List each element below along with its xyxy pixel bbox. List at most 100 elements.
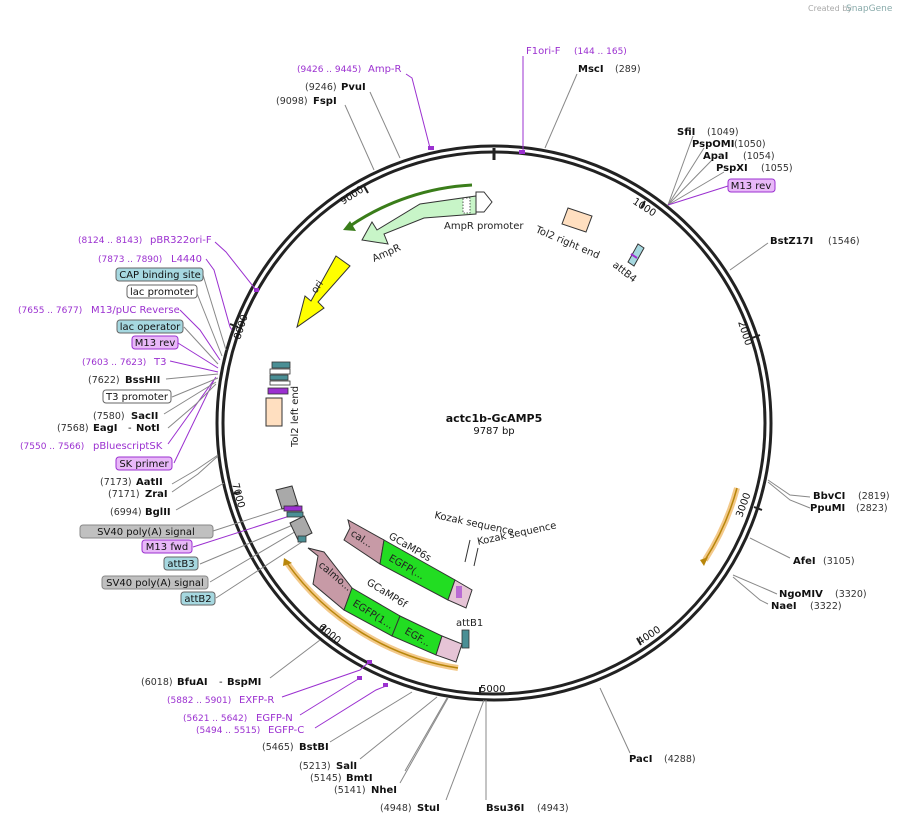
sv40-2-leader	[209, 529, 299, 583]
stui-pos: (4948)	[380, 803, 412, 814]
eagi-pos: (7568)	[57, 423, 89, 434]
sali-pos: (5213)	[299, 761, 331, 772]
fspi-pos: (9098)	[276, 96, 308, 107]
sv40-1-box	[79, 524, 214, 539]
pbr322-leader	[214, 241, 257, 291]
ppumi-pos: (2823)	[856, 503, 888, 514]
sk-primer-label: SK primer	[119, 459, 169, 470]
m13rev-top-box	[727, 178, 776, 193]
noti-name: NotI	[136, 423, 160, 434]
lac-promoter-leader	[195, 290, 223, 357]
plasmid-name: actc1b-GcAMP5	[446, 412, 543, 425]
attb2-leader	[215, 539, 306, 599]
sv40-feature-2	[289, 515, 313, 541]
exfp-r-leader	[281, 661, 370, 698]
egfp-n-range: (5621 .. 5642)	[183, 714, 247, 724]
bstbi-leader	[329, 691, 413, 743]
exfp-r-range: (5882 .. 5901)	[167, 696, 231, 706]
egfp-n-primer-mark	[357, 676, 362, 680]
m13rev-top-leader	[667, 185, 729, 206]
plasmid-size: 9787 bp	[473, 426, 514, 437]
bspmi-name: BspMI	[227, 677, 261, 688]
m13rev-top-label: M13 rev	[731, 181, 772, 192]
sacii-name: SacII	[131, 411, 158, 422]
tick-9000: 9000	[339, 184, 366, 207]
egfp-n-label: EGFP-N	[256, 713, 293, 724]
afei-pos: (3105)	[823, 556, 855, 567]
attb3-label: attB3	[167, 559, 194, 570]
pvui-pos: (9246)	[305, 82, 337, 93]
paci-pos: (4288)	[664, 754, 696, 765]
ngomiv-pos: (3320)	[835, 589, 867, 600]
bstbi-name: BstBI	[299, 742, 329, 753]
l4440-label: L4440	[171, 254, 202, 265]
attb2-label: attB2	[184, 594, 211, 605]
sfii-name: SfiI	[677, 127, 695, 138]
bmti-name: BmtI	[346, 773, 373, 784]
tick-2000: 2000	[735, 320, 753, 348]
attb2-box	[180, 591, 216, 606]
bfuai-pos: (6018)	[141, 677, 173, 688]
msci-leader	[544, 73, 578, 149]
aatii-leader	[171, 454, 219, 485]
egfp-n-leader	[299, 677, 361, 716]
ampr-cds-arrowhead	[343, 221, 356, 231]
egfp-c-primer-mark	[383, 683, 388, 687]
sk-primer-leader	[173, 379, 215, 464]
m13-rev-feature	[267, 387, 289, 395]
cap-feature	[269, 374, 289, 381]
sali-name: SalI	[336, 761, 357, 772]
m13fwd-box	[141, 539, 193, 554]
snapgene-logo: SnapGene	[846, 4, 893, 14]
l4440-range: (7873 .. 7890)	[98, 255, 162, 265]
created-by-text: Created by	[808, 4, 852, 13]
sacii-leader	[163, 381, 217, 415]
attb4-feature	[627, 243, 645, 267]
pvui-name: PvuI	[341, 82, 366, 93]
ampr-primer-mark	[428, 146, 434, 150]
m13rev-left-label: M13 rev	[135, 338, 176, 349]
f1ori-primer-range: (144 .. 165)	[574, 47, 627, 57]
bfuai-leader	[269, 639, 321, 679]
sfii-pos: (1049)	[707, 127, 739, 138]
bfuai-name: BfuAI	[177, 677, 208, 688]
egfp-c-label: EGFP-C	[268, 725, 304, 736]
lac-operator-leader	[183, 326, 219, 365]
m13puc-leader	[179, 309, 221, 361]
zrai-pos: (7171)	[108, 489, 140, 500]
kozak1-leader	[464, 539, 471, 563]
cap-label: CAP binding site	[119, 270, 201, 281]
ampr-cds-arc	[349, 183, 473, 228]
backbone-outer-strand	[215, 144, 773, 702]
bstz17i-leader	[729, 242, 769, 271]
afei-leader	[749, 537, 791, 559]
scale-ticks	[229, 185, 763, 695]
ampr-label: AmpR	[371, 243, 403, 265]
m13rev-left-box	[131, 335, 179, 350]
tol2-right-label: Tol2 right end	[533, 224, 601, 261]
eagi-leader	[167, 383, 217, 429]
gcamp6s-tail-mark	[456, 586, 462, 598]
attb1-label: attB1	[456, 618, 483, 629]
zrai-leader	[171, 455, 219, 493]
ampr-primer-label: Amp-R	[368, 64, 402, 75]
nhei-pos: (5141)	[334, 785, 366, 796]
lac-operator-feature	[271, 361, 291, 369]
tol2-left-feature	[265, 397, 283, 427]
sv40-1-leader	[212, 507, 285, 532]
orf-arc-left-line	[286, 562, 459, 669]
lac-promoter-feature	[269, 368, 291, 375]
ori-arrow	[296, 255, 351, 329]
bstbi-pos: (5465)	[262, 742, 294, 753]
lac-promoter-box	[126, 284, 198, 299]
attb1-feature	[461, 629, 470, 649]
ampr-primer-leader	[405, 73, 431, 149]
naei-name: NaeI	[771, 601, 797, 612]
m13puc-label: M13/pUC Reverse	[91, 305, 180, 316]
bsshii-pos: (7622)	[88, 375, 120, 386]
gcamp6f-tail	[435, 635, 463, 663]
bsu36i-name: Bsu36I	[486, 803, 524, 814]
nhei-name: NheI	[371, 785, 397, 796]
zrai-name: ZraI	[145, 489, 168, 500]
